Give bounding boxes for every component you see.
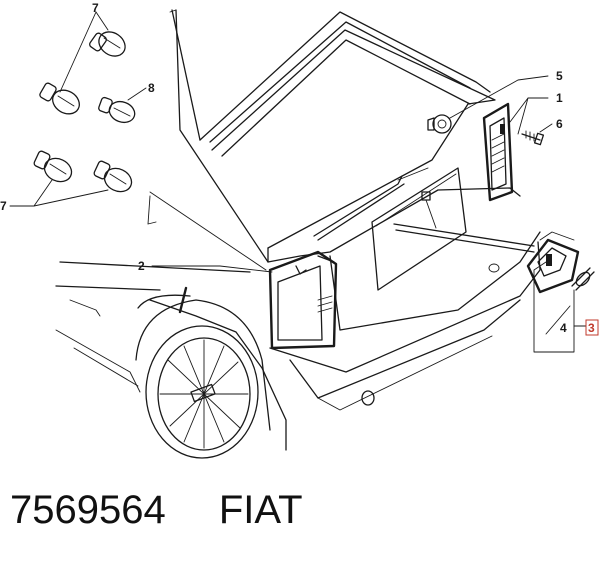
callout-6: 6 xyxy=(556,117,563,131)
leader-car-to-bulbs xyxy=(149,191,267,271)
callout-1: 1 xyxy=(556,91,563,105)
leader-1 xyxy=(509,97,549,135)
part-number: 7569564 xyxy=(10,488,166,532)
bulb-upper xyxy=(89,31,126,57)
rear-lamp-left xyxy=(268,250,338,350)
leader-8 xyxy=(127,87,147,101)
fixing-nut xyxy=(427,114,452,134)
callout-7-lower: 7 xyxy=(0,199,7,213)
festoon-bulb xyxy=(571,267,595,291)
brand-name: FIAT xyxy=(218,488,303,532)
bulb-mid-left xyxy=(39,82,80,115)
leader-6 xyxy=(539,123,553,133)
callout-8: 8 xyxy=(148,81,155,95)
bulb-mid-right xyxy=(98,96,136,124)
screw xyxy=(521,130,545,146)
leader-7-upper xyxy=(59,11,109,93)
callout-4: 4 xyxy=(560,321,567,335)
callout-3-box xyxy=(585,319,599,336)
leader-2 xyxy=(151,265,273,273)
bulb-lower-right xyxy=(93,160,133,193)
callout-2: 2 xyxy=(138,259,145,273)
licence-plate-lamp xyxy=(526,231,580,294)
leader-5 xyxy=(449,75,549,119)
callout-3: 3 xyxy=(588,321,595,335)
leader-bracket-4-3 xyxy=(533,261,575,353)
callout-7-upper: 7 xyxy=(92,1,99,15)
bulb-lower-left xyxy=(33,150,73,183)
car-body xyxy=(55,9,541,459)
side-lamp-right xyxy=(482,102,514,202)
leader-7-lower xyxy=(9,179,109,207)
leader-car-to-bulbs-2 xyxy=(169,9,177,13)
callout-5: 5 xyxy=(556,69,563,83)
footer-caption: 7569564 FIAT xyxy=(10,488,303,533)
